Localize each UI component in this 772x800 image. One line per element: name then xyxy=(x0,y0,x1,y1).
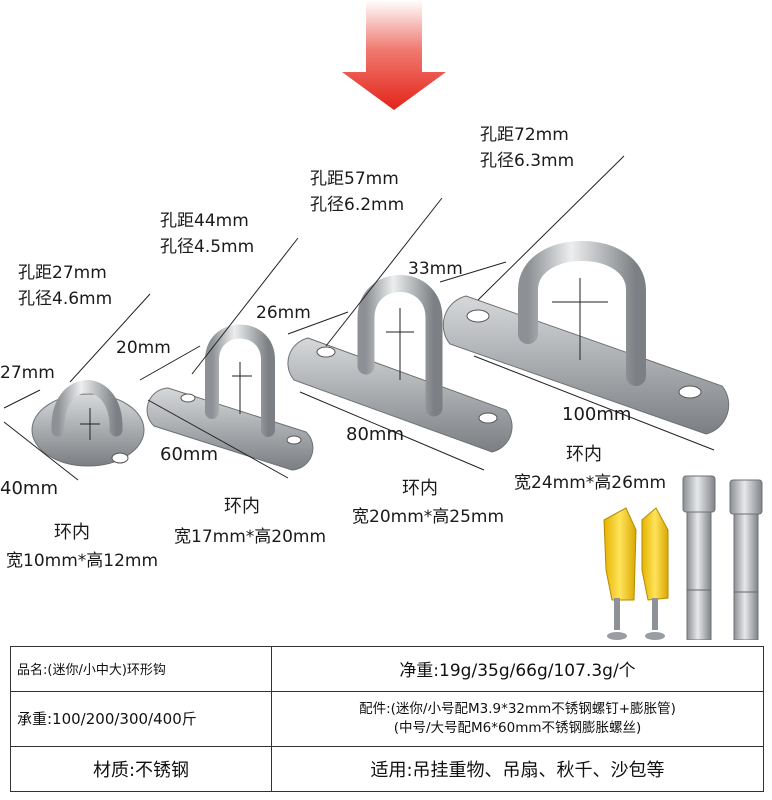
hook3-inner-title: 环内 xyxy=(402,478,438,499)
hook4-length: 100mm xyxy=(562,404,632,425)
product-illustration: 孔距27mm 孔径4.6mm 27mm 40mm 环内 宽10mm*高12mm … xyxy=(0,0,763,641)
illustration-svg xyxy=(3,0,763,641)
hook-mini xyxy=(31,380,145,467)
net-weight-cell: 净重:19g/35g/66g/107.3g/个 xyxy=(271,646,764,692)
hook2-length: 60mm xyxy=(160,444,218,465)
usage-cell: 适用:吊挂重物、吊扇、秋千、沙包等 xyxy=(271,746,764,792)
hook1-length: 40mm xyxy=(0,478,58,499)
spec-table: 品名:(迷你/小中大)环形钩 净重:19g/35g/66g/107.3g/个 承… xyxy=(10,646,764,792)
expansion-bolt-2 xyxy=(729,479,763,641)
spec-row: 品名:(迷你/小中大)环形钩 净重:19g/35g/66g/107.3g/个 xyxy=(10,646,764,692)
product-name-cell: 品名:(迷你/小中大)环形钩 xyxy=(10,646,272,692)
hook2-inner-title: 环内 xyxy=(224,496,260,517)
hook-small xyxy=(146,324,314,471)
material-cell: 材质:不锈钢 xyxy=(10,746,272,792)
spec-row: 材质:不锈钢 适用:吊挂重物、吊扇、秋千、沙包等 xyxy=(10,746,764,792)
hook3-depth: 26mm xyxy=(256,303,311,323)
spec-row: 承重:100/200/300/400斤 配件:(迷你/小号配M3.9*32mm不… xyxy=(10,690,764,748)
hook4-hole-diameter: 孔径6.3mm xyxy=(480,151,575,171)
hook4-inner-title: 环内 xyxy=(566,444,602,465)
expansion-bolt-1 xyxy=(682,475,716,641)
hook4-inner-size: 宽24mm*高26mm xyxy=(514,473,667,493)
hook2-inner-size: 宽17mm*高20mm xyxy=(174,527,327,547)
plastic-anchor-2 xyxy=(641,507,669,640)
hook2-hole-pitch: 孔距44mm xyxy=(160,211,249,231)
hook1-inner-title: 环内 xyxy=(54,522,90,543)
hook3-length: 80mm xyxy=(346,424,404,445)
hook1-depth: 27mm xyxy=(0,363,55,383)
hook4-depth: 33mm xyxy=(408,259,463,279)
plastic-anchor-1 xyxy=(603,507,637,640)
hook4-hole-pitch: 孔距72mm xyxy=(480,125,569,145)
down-arrow-icon xyxy=(342,0,446,110)
hook1-hole-diameter: 孔径4.6mm xyxy=(18,289,113,309)
hook3-hole-diameter: 孔径6.2mm xyxy=(310,195,405,215)
hook-large xyxy=(442,241,730,435)
hook2-hole-diameter: 孔径4.5mm xyxy=(160,237,255,257)
accessories-cell: 配件:(迷你/小号配M3.9*32mm不锈钢螺钉+膨胀管) (中号/大号配M6*… xyxy=(271,690,764,748)
hook-medium xyxy=(287,275,513,453)
accessories-line-1: 配件:(迷你/小号配M3.9*32mm不锈钢螺钉+膨胀管) xyxy=(359,700,676,717)
hook3-inner-size: 宽20mm*高25mm xyxy=(352,507,505,527)
hook3-hole-pitch: 孔距57mm xyxy=(310,169,399,189)
load-cell: 承重:100/200/300/400斤 xyxy=(10,690,272,748)
hook1-hole-pitch: 孔距27mm xyxy=(18,263,107,283)
hook1-inner-size: 宽10mm*高12mm xyxy=(6,551,159,571)
accessories-line-2: (中号/大号配M6*60mm不锈钢膨胀螺丝) xyxy=(393,719,642,736)
dimension-lines xyxy=(3,155,715,481)
hook2-depth: 20mm xyxy=(116,338,171,358)
